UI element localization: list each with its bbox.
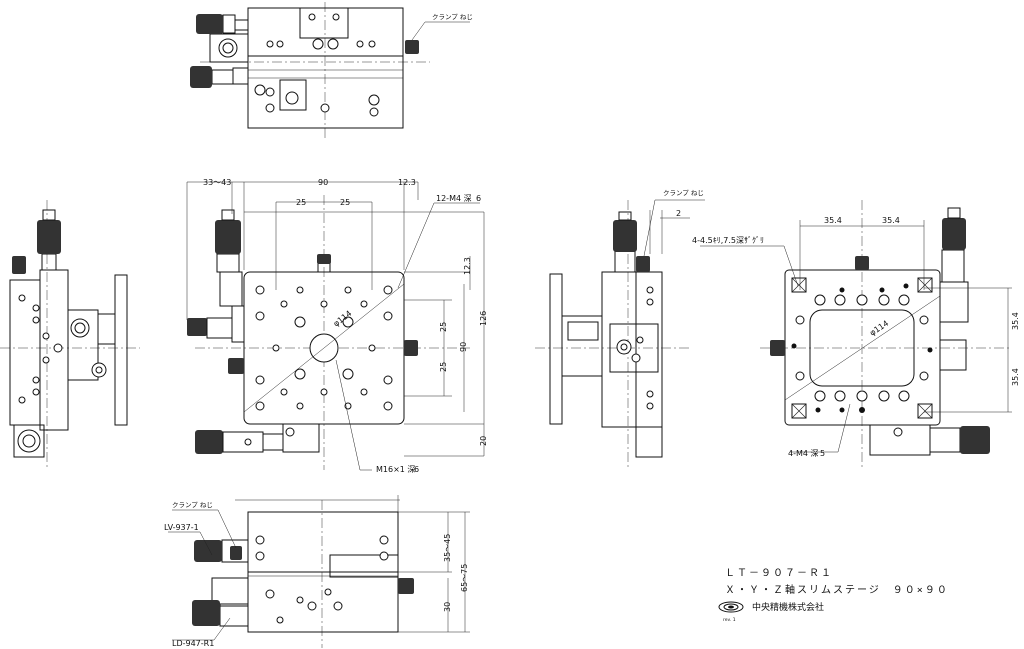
model-number: ＬＴ－９０７－Ｒ１ (725, 568, 833, 579)
clamp-screw-label-bottom: クランプ ねじ (172, 501, 213, 509)
dim-35-45: 35～45 (443, 534, 452, 562)
title-block: ＬＴ－９０７－Ｒ１ Ｘ・Ｙ・Ｚ軸スリムステージ ９０×９０ 中央精機株式会社 r… (718, 568, 949, 623)
dim-35-4-left: 35.4 (824, 216, 842, 225)
side-elevation-view: クランプ ねじ LV-937-1 LD-947-R1 35～45 65～75 3… (164, 495, 470, 648)
dim-35-4-side-upper: 35.4 (1011, 312, 1020, 330)
clamp-screw-label-top: クランプ ねじ (432, 13, 473, 21)
dim-25-side-upper: 25 (439, 322, 448, 332)
bottom-holes (791, 283, 933, 413)
dim-33-43: 33～43 (203, 178, 231, 187)
m16-label: M16×1 深 (376, 465, 415, 474)
clamp-screw-label-side: クランプ ねじ (663, 189, 704, 197)
dim-90-side: 90 (459, 342, 468, 352)
holes-12-m4-label: 12-M4 深 (436, 194, 472, 203)
holes-4-4-5-label: 4-4.5ｷﾘ,7.5深ｻﾞｸﾞﾘ (692, 236, 764, 245)
holes-12-m4-depth: 6 (476, 194, 481, 203)
phi-114-label-bottom: φ114 (868, 319, 890, 338)
holes-4-m4-label: 4-M4 深 (788, 449, 819, 458)
m16-depth: 6 (414, 465, 419, 474)
left-side-view (0, 200, 140, 470)
ld-label: LD-947-R1 (172, 639, 214, 648)
dim-25-side-lower: 25 (439, 362, 448, 372)
dim-30: 30 (443, 602, 452, 612)
revision-label: rev. 1 (723, 617, 736, 623)
bottom-view: φ114 35.4 35.4 35.4 35.4 4-4.5ｷﾘ,7.5深ｻﾞｸ… (692, 200, 1020, 470)
company-logo-icon (718, 601, 744, 613)
front-view: φ114 (186, 178, 488, 474)
lv-label: LV-937-1 (164, 523, 199, 532)
top-view: クランプ ねじ (190, 2, 473, 140)
dim-35-4-right: 35.4 (882, 216, 900, 225)
company-name: 中央精機株式会社 (752, 601, 824, 613)
dim-20: 20 (479, 436, 488, 446)
holes-4-m4-depth: 5 (820, 449, 825, 458)
right-side-view: クランプ ねじ 2 (535, 189, 705, 470)
dim-35-4-side-lower: 35.4 (1011, 368, 1020, 386)
dim-12-3-top: 12.3 (398, 178, 416, 187)
stage-holes (255, 285, 393, 411)
dim-25-right: 25 (340, 198, 350, 207)
dim-126: 126 (479, 311, 488, 326)
dim-65-75: 65～75 (460, 564, 469, 592)
dim-2: 2 (676, 209, 681, 218)
dim-25-left: 25 (296, 198, 306, 207)
dim-90-top: 90 (318, 178, 328, 187)
dim-12-3-side: 12.3 (463, 257, 472, 275)
product-description: Ｘ・Ｙ・Ｚ軸スリムステージ ９０×９０ (725, 583, 949, 596)
